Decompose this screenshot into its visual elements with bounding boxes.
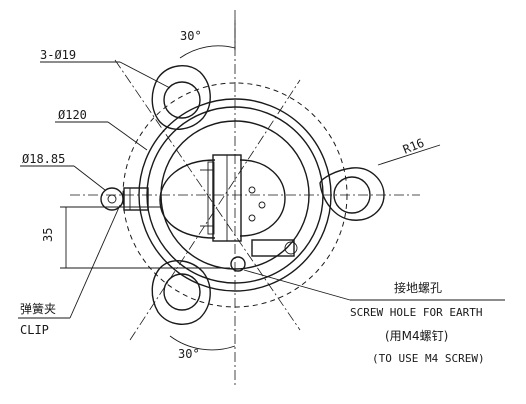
hole-bottom xyxy=(163,273,201,311)
terminal-screw xyxy=(284,241,298,255)
earth-callout-leader xyxy=(243,269,351,301)
terminal-block xyxy=(251,239,295,257)
body-flange xyxy=(146,106,324,284)
lug-bottom xyxy=(151,260,211,325)
angle-top-arc xyxy=(179,45,236,59)
angle-bottom-label: 30° xyxy=(178,347,200,361)
clip-dim-label: Ø18.85 xyxy=(22,152,65,166)
hole-top xyxy=(163,81,201,119)
od-dim-label: Ø120 xyxy=(58,108,87,122)
outer-body-circle xyxy=(138,98,332,292)
screw-a xyxy=(248,186,256,194)
earth-label-en: SCREW HOLE FOR EARTH xyxy=(350,306,482,319)
hole-right xyxy=(333,176,371,214)
height-dim-label: 35 xyxy=(41,228,55,242)
spring-clip xyxy=(123,187,149,211)
screw-b xyxy=(258,201,266,209)
angle-top-label: 30° xyxy=(180,29,202,43)
hole-dim-label: 3-Ø19 xyxy=(40,48,76,62)
earth-screw-hole xyxy=(230,256,246,272)
diagonal-centerline-b xyxy=(129,79,301,341)
hole-dim-leader xyxy=(119,61,171,89)
bolt-circle xyxy=(122,82,348,308)
housing-plate xyxy=(207,161,215,235)
clip-dim-leader xyxy=(73,165,106,191)
clip-label-en: CLIP xyxy=(20,323,49,337)
m4-label-en: (TO USE M4 SCREW) xyxy=(372,352,485,365)
radius-dim-leader xyxy=(377,144,441,166)
clip-hole xyxy=(100,187,124,211)
inner-dome xyxy=(159,159,216,239)
od-dim-leader xyxy=(107,121,148,151)
clip-hole-center xyxy=(107,194,117,204)
radius-dim-label: R16 xyxy=(401,136,426,157)
lug-top xyxy=(151,65,211,130)
angle-bottom-arc xyxy=(169,335,236,351)
inner-dome-right xyxy=(239,159,286,237)
clip-callout-leader xyxy=(69,204,121,319)
clip-label-cn: 弹簧夹 xyxy=(20,301,56,316)
m4-label-cn: (用M4螺钉) xyxy=(385,329,448,343)
lug-right xyxy=(319,167,385,221)
screw-c xyxy=(248,214,256,222)
earth-label-cn: 接地螺孔 xyxy=(394,280,442,295)
